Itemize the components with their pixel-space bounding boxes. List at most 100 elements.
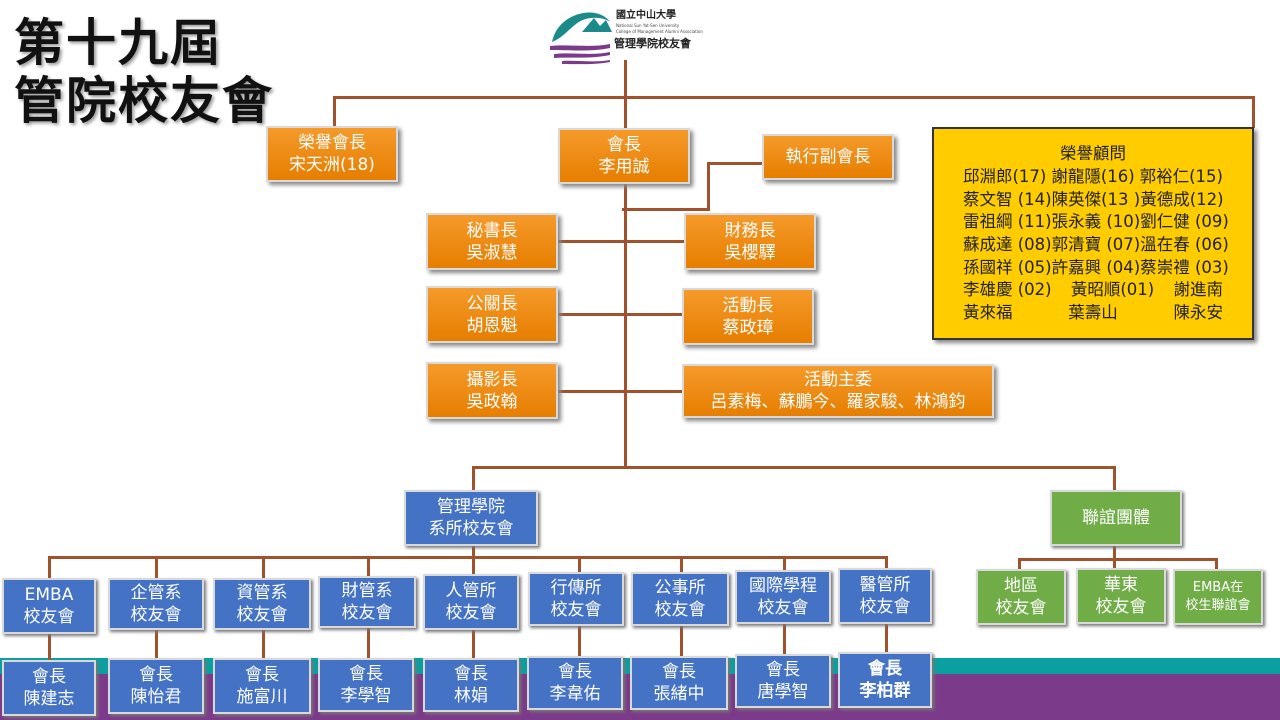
connector-dept-7 [680,556,683,574]
department-head-name: 唐學智 [757,682,809,702]
advisors-row: 李雄慶 (02)黃昭順(01)謝進南 [963,279,1223,302]
connector-evp-v [707,162,710,211]
connector-dept-6 [578,556,581,572]
logo-english-line1: National Sun Yat-Sen University [616,23,680,28]
logo-english-line2: College of Management Alumni Association [616,29,703,34]
group-box: EMBA在 校生聯誼會 [1173,569,1263,625]
department-line-1: 人管所 [445,581,497,601]
department-head-name: 陳怡君 [130,687,182,707]
pr-box: 公關長 胡恩魁 [426,286,558,343]
connector-fellowship-down [1113,546,1116,560]
department-head-box: 會長 張緒中 [630,656,728,710]
connector-dept-9 [885,556,888,570]
advisor-name: 劉仁健 (09) [1140,212,1229,232]
advisor-name: 黃德成(12) [1140,189,1224,209]
advisor-name: 郭裕仁(15) [1139,167,1223,187]
connector-evp-h2 [707,162,763,165]
advisor-name: 邱淵郎(17) [963,167,1047,187]
connector-advisors [1252,96,1255,128]
connector-evp-h1 [622,208,709,211]
connector-head-4 [367,628,370,658]
connector-trunk [624,60,627,468]
department-line-1: EMBA [24,585,74,605]
college-alumni-box: 管理學院 系所校友會 [404,490,538,546]
connector-head-8 [783,624,786,654]
advisors-row: 雷祖綱 (11)張永義 (10)劉仁健 (09) [963,211,1229,234]
department-box: EMBA 校友會 [2,578,96,634]
title-line-1: 第十九屆 [14,14,222,72]
department-head-box: 會長 陳怡君 [108,658,204,714]
department-head-title: 會長 [245,665,279,685]
logo-association-name: 管理學院校友會 [614,37,691,50]
department-line-1: 醫管所 [859,575,911,595]
connector-head-2 [155,630,158,658]
department-box: 人管所 校友會 [423,574,519,630]
advisor-name: 蘇成達 (08) [963,235,1052,254]
treasurer-name: 吳櫻驛 [724,242,776,263]
department-line-1: 行傳所 [550,578,602,598]
department-head-name: 施富川 [236,687,288,707]
secretary-title: 秘書長 [466,220,518,241]
advisor-name: 謝進南 [1173,280,1224,300]
treasurer-box: 財務長 吳櫻驛 [684,213,816,270]
activities-title: 活動長 [722,295,774,316]
college-line-2: 系所校友會 [428,519,514,539]
page-title: 第十九屆 管院校友會 [14,14,274,130]
connector-top-horizontal [333,96,1255,99]
advisor-name: 郭清寶 (07) [1051,235,1141,254]
executive-vp-box: 執行副會長 [762,134,894,180]
department-head-name: 陳建志 [23,689,75,709]
department-head-box: 會長 施富川 [213,658,311,714]
advisor-name: 蔡文智 (14) [963,189,1052,209]
group-box: 地區 校友會 [976,569,1066,625]
department-head-box: 會長 李柏群 [838,652,932,708]
connector-dept-3 [262,556,265,580]
activities-name: 蔡政璋 [722,317,774,338]
department-line-2: 校友會 [236,605,288,625]
advisors-title: 榮譽顧問 [1060,143,1126,163]
department-box: 企管系 校友會 [108,578,204,630]
department-line-1: 企管系 [130,583,182,603]
department-head-title: 會長 [662,662,696,682]
treasurer-title: 財務長 [724,220,776,241]
department-box: 公事所 校友會 [631,572,729,626]
committee-box: 活動主委 呂素梅、蘇鵬今、羅家駿、林鴻鈞 [682,364,994,418]
connector-honorary [333,96,336,128]
advisor-name: 孫國祥 (05) [963,257,1052,277]
group-line-2: 校友會 [995,598,1047,618]
connector-row1 [558,240,684,243]
connector-group-2 [1113,558,1116,570]
connector-college-down [472,546,475,558]
connector-college [472,466,475,492]
connector-dept-5 [472,556,475,574]
department-line-2: 校友會 [23,607,75,627]
pr-name: 胡恩魁 [466,315,518,336]
honorary-president-box: 榮譽會長 宋天洲(18) [266,126,398,182]
connector-branch-h [472,466,1116,469]
advisor-name: 李雄慶 (02) [963,280,1052,300]
activities-box: 活動長 蔡政璋 [682,288,814,345]
honorary-president-title: 榮譽會長 [298,133,366,153]
group-line-2: 校生聯誼會 [1185,598,1251,613]
advisors-row: 蘇成達 (08)郭清寶 (07)溫在春 (06) [963,234,1229,257]
department-head-box: 會長 唐學智 [735,654,831,708]
department-line-2: 校友會 [757,598,809,618]
department-head-title: 會長 [558,662,592,682]
connector-head-7 [680,626,683,656]
department-line-2: 校友會 [654,600,706,620]
department-head-name: 李學智 [340,686,392,706]
department-line-2: 校友會 [341,603,393,623]
advisor-name: 雷祖綱 (11) [963,212,1052,232]
title-line-2: 管院校友會 [14,72,274,130]
connector-dept-2 [155,556,158,580]
group-line-1: 華東 [1104,575,1138,595]
department-head-title: 會長 [32,667,66,687]
president-name: 李用誠 [598,157,650,177]
advisor-name: 許嘉興 (04) [1051,257,1141,277]
department-head-title: 會長 [868,659,902,679]
honorary-advisors-box: 榮譽顧問 邱淵郎(17)謝龍隱(16)郭裕仁(15) 蔡文智 (14)陳英傑(1… [932,127,1254,340]
department-box: 資管系 校友會 [213,578,311,630]
advisor-name: 蔡崇禮 (03) [1140,257,1229,277]
photography-box: 攝影長 吳政翰 [426,362,558,419]
group-line-1: 地區 [1004,576,1038,596]
